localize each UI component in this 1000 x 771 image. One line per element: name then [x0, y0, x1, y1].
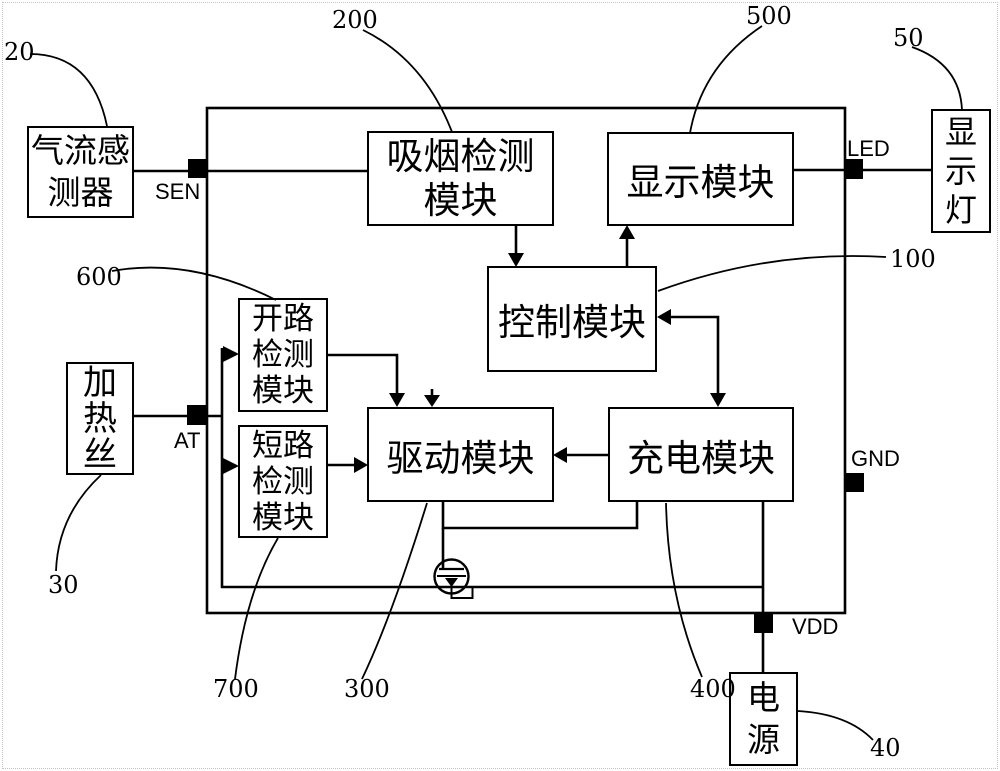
ref-label-200: 200: [332, 6, 378, 34]
block-label: 模块: [252, 373, 314, 409]
leader-line-20: [29, 53, 108, 127]
leader-line-40: [797, 710, 874, 741]
mosfet-arrow: [445, 578, 458, 587]
block-label: 检测: [252, 463, 314, 500]
block-power-supply: 电 源: [729, 672, 798, 766]
ref-label-700: 700: [213, 675, 259, 703]
leader-line-300: [361, 502, 428, 680]
ref-label-30: 30: [48, 571, 79, 599]
block-label: 模块: [423, 178, 498, 222]
block-label: 灯: [944, 190, 977, 229]
wire-charging-control-elbow: [669, 315, 720, 395]
arrowhead-into-short-detect: [223, 458, 239, 474]
block-indicator-light: 显 示 灯: [931, 109, 991, 233]
pin-label-sen: SEN: [155, 179, 201, 204]
wire-open-to-drive: [327, 353, 399, 395]
block-charging-module: 充电模块: [608, 407, 794, 502]
arrowhead-into-control-right: [657, 309, 671, 325]
block-label: 丝: [83, 434, 117, 475]
block-control-module: 控制模块: [487, 266, 657, 372]
wire-drive-charging-bottom: [441, 502, 639, 530]
block-label: 显: [944, 112, 977, 151]
ref-label-400: 400: [690, 675, 736, 703]
ref-label-20: 20: [4, 38, 35, 66]
leader-line-400: [665, 502, 703, 678]
ref-label-300: 300: [344, 675, 390, 703]
block-airflow-sensor: 气流感 测器: [27, 126, 134, 218]
ref-label-40: 40: [870, 734, 901, 762]
block-label: 测器: [47, 173, 114, 212]
block-label: 气流感: [31, 131, 130, 170]
block-label: 短路: [252, 427, 314, 464]
block-label: 驱动模块: [386, 436, 535, 480]
block-display-module: 显示模块: [607, 132, 794, 226]
ref-label-500: 500: [746, 2, 792, 30]
block-label: 源: [747, 720, 780, 759]
block-short-circuit-detection: 短路 检测 模块: [238, 425, 328, 538]
block-label: 模块: [252, 499, 314, 536]
arrowhead-into-open-detect: [223, 346, 239, 362]
pin-label-vdd: VDD: [792, 614, 839, 639]
arrowhead-into-charging-top: [710, 393, 726, 407]
block-label: 示: [944, 151, 977, 190]
pin-led-square: [845, 159, 863, 179]
pin-vdd-square: [754, 612, 773, 633]
ref-label-100: 100: [890, 245, 936, 273]
leader-line-200: [362, 29, 453, 133]
arrowhead-into-display-bottom: [619, 225, 635, 239]
arrowhead-into-drive-right: [553, 447, 567, 463]
arrowhead-into-control-top: [508, 253, 524, 267]
block-smoking-detection: 吸烟检测 模块: [367, 131, 554, 226]
block-label: 检测: [252, 337, 314, 373]
block-label: 热: [83, 398, 117, 439]
block-open-circuit-detection: 开路 检测 模块: [238, 298, 328, 412]
leader-line-600: [111, 266, 277, 301]
ref-label-50: 50: [893, 24, 924, 52]
mosfet-symbol: [433, 558, 474, 599]
leader-line-500: [689, 25, 763, 134]
block-label: 电: [747, 678, 780, 717]
pin-sen-square: [188, 159, 208, 178]
pin-label-led: LED: [847, 136, 890, 161]
leader-line-30: [55, 474, 102, 572]
arrowhead-open-into-drive-top: [389, 393, 405, 407]
block-label: 显示模块: [626, 161, 775, 204]
pin-at-square: [187, 405, 208, 425]
pin-label-at: AT: [174, 428, 201, 453]
main-board-outline: [205, 106, 847, 615]
block-drive-module: 驱动模块: [367, 407, 554, 502]
leader-line-700: [234, 537, 279, 680]
arrowhead-stub-into-drive-top: [424, 395, 440, 407]
block-label: 控制模块: [498, 301, 646, 344]
block-label: 开路: [252, 301, 314, 337]
pin-gnd-square: [845, 473, 864, 492]
block-label: 吸烟检测: [386, 134, 535, 178]
block-heating-wire: 加 热 丝: [66, 362, 134, 475]
mosfet-source-loop: [450, 586, 474, 599]
arrowhead-into-drive-left: [354, 457, 368, 473]
leader-line-100: [657, 255, 887, 292]
ref-label-600: 600: [76, 263, 122, 291]
block-label: 充电模块: [627, 436, 775, 480]
block-label: 加: [83, 362, 117, 403]
leader-line-50: [911, 46, 963, 111]
pin-label-gnd: GND: [851, 446, 900, 471]
